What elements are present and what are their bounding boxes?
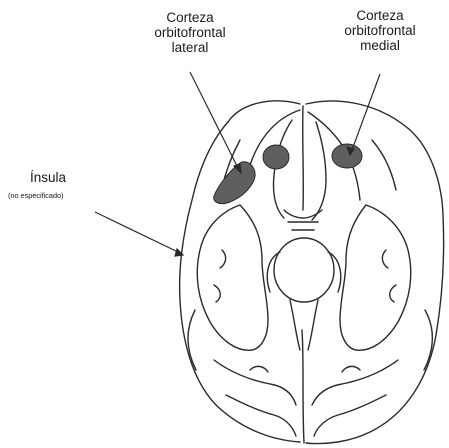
label-line: lateral — [120, 40, 260, 55]
label-medial-orbitofrontal-cortex: Corteza orbitofrontal medial — [310, 8, 449, 53]
label-line: Corteza — [120, 10, 260, 25]
label-line: orbitofrontal — [120, 25, 260, 40]
insula-title: Ínsula — [30, 170, 108, 185]
label-line: medial — [310, 38, 449, 53]
right-hemisphere-outline — [306, 101, 444, 444]
optic-chiasm — [284, 210, 322, 230]
medial-ofc-region-left — [263, 145, 289, 169]
left-temporal-lobe — [197, 205, 268, 350]
label-insula: Ínsula (no especificado) — [8, 170, 108, 203]
label-line: Corteza — [310, 8, 449, 23]
insula-pointer-line — [95, 212, 178, 252]
longitudinal-fissure — [302, 106, 304, 443]
label-line: orbitofrontal — [310, 23, 449, 38]
insula-note: (no especificado) — [8, 188, 108, 203]
medial-ofc-pointer-line — [352, 74, 380, 150]
pons — [274, 238, 334, 302]
label-lateral-orbitofrontal-cortex: Corteza orbitofrontal lateral — [120, 10, 260, 55]
lateral-ofc-region — [214, 162, 255, 204]
right-temporal-lobe — [340, 205, 411, 350]
lateral-ofc-pointer-line — [190, 72, 238, 168]
